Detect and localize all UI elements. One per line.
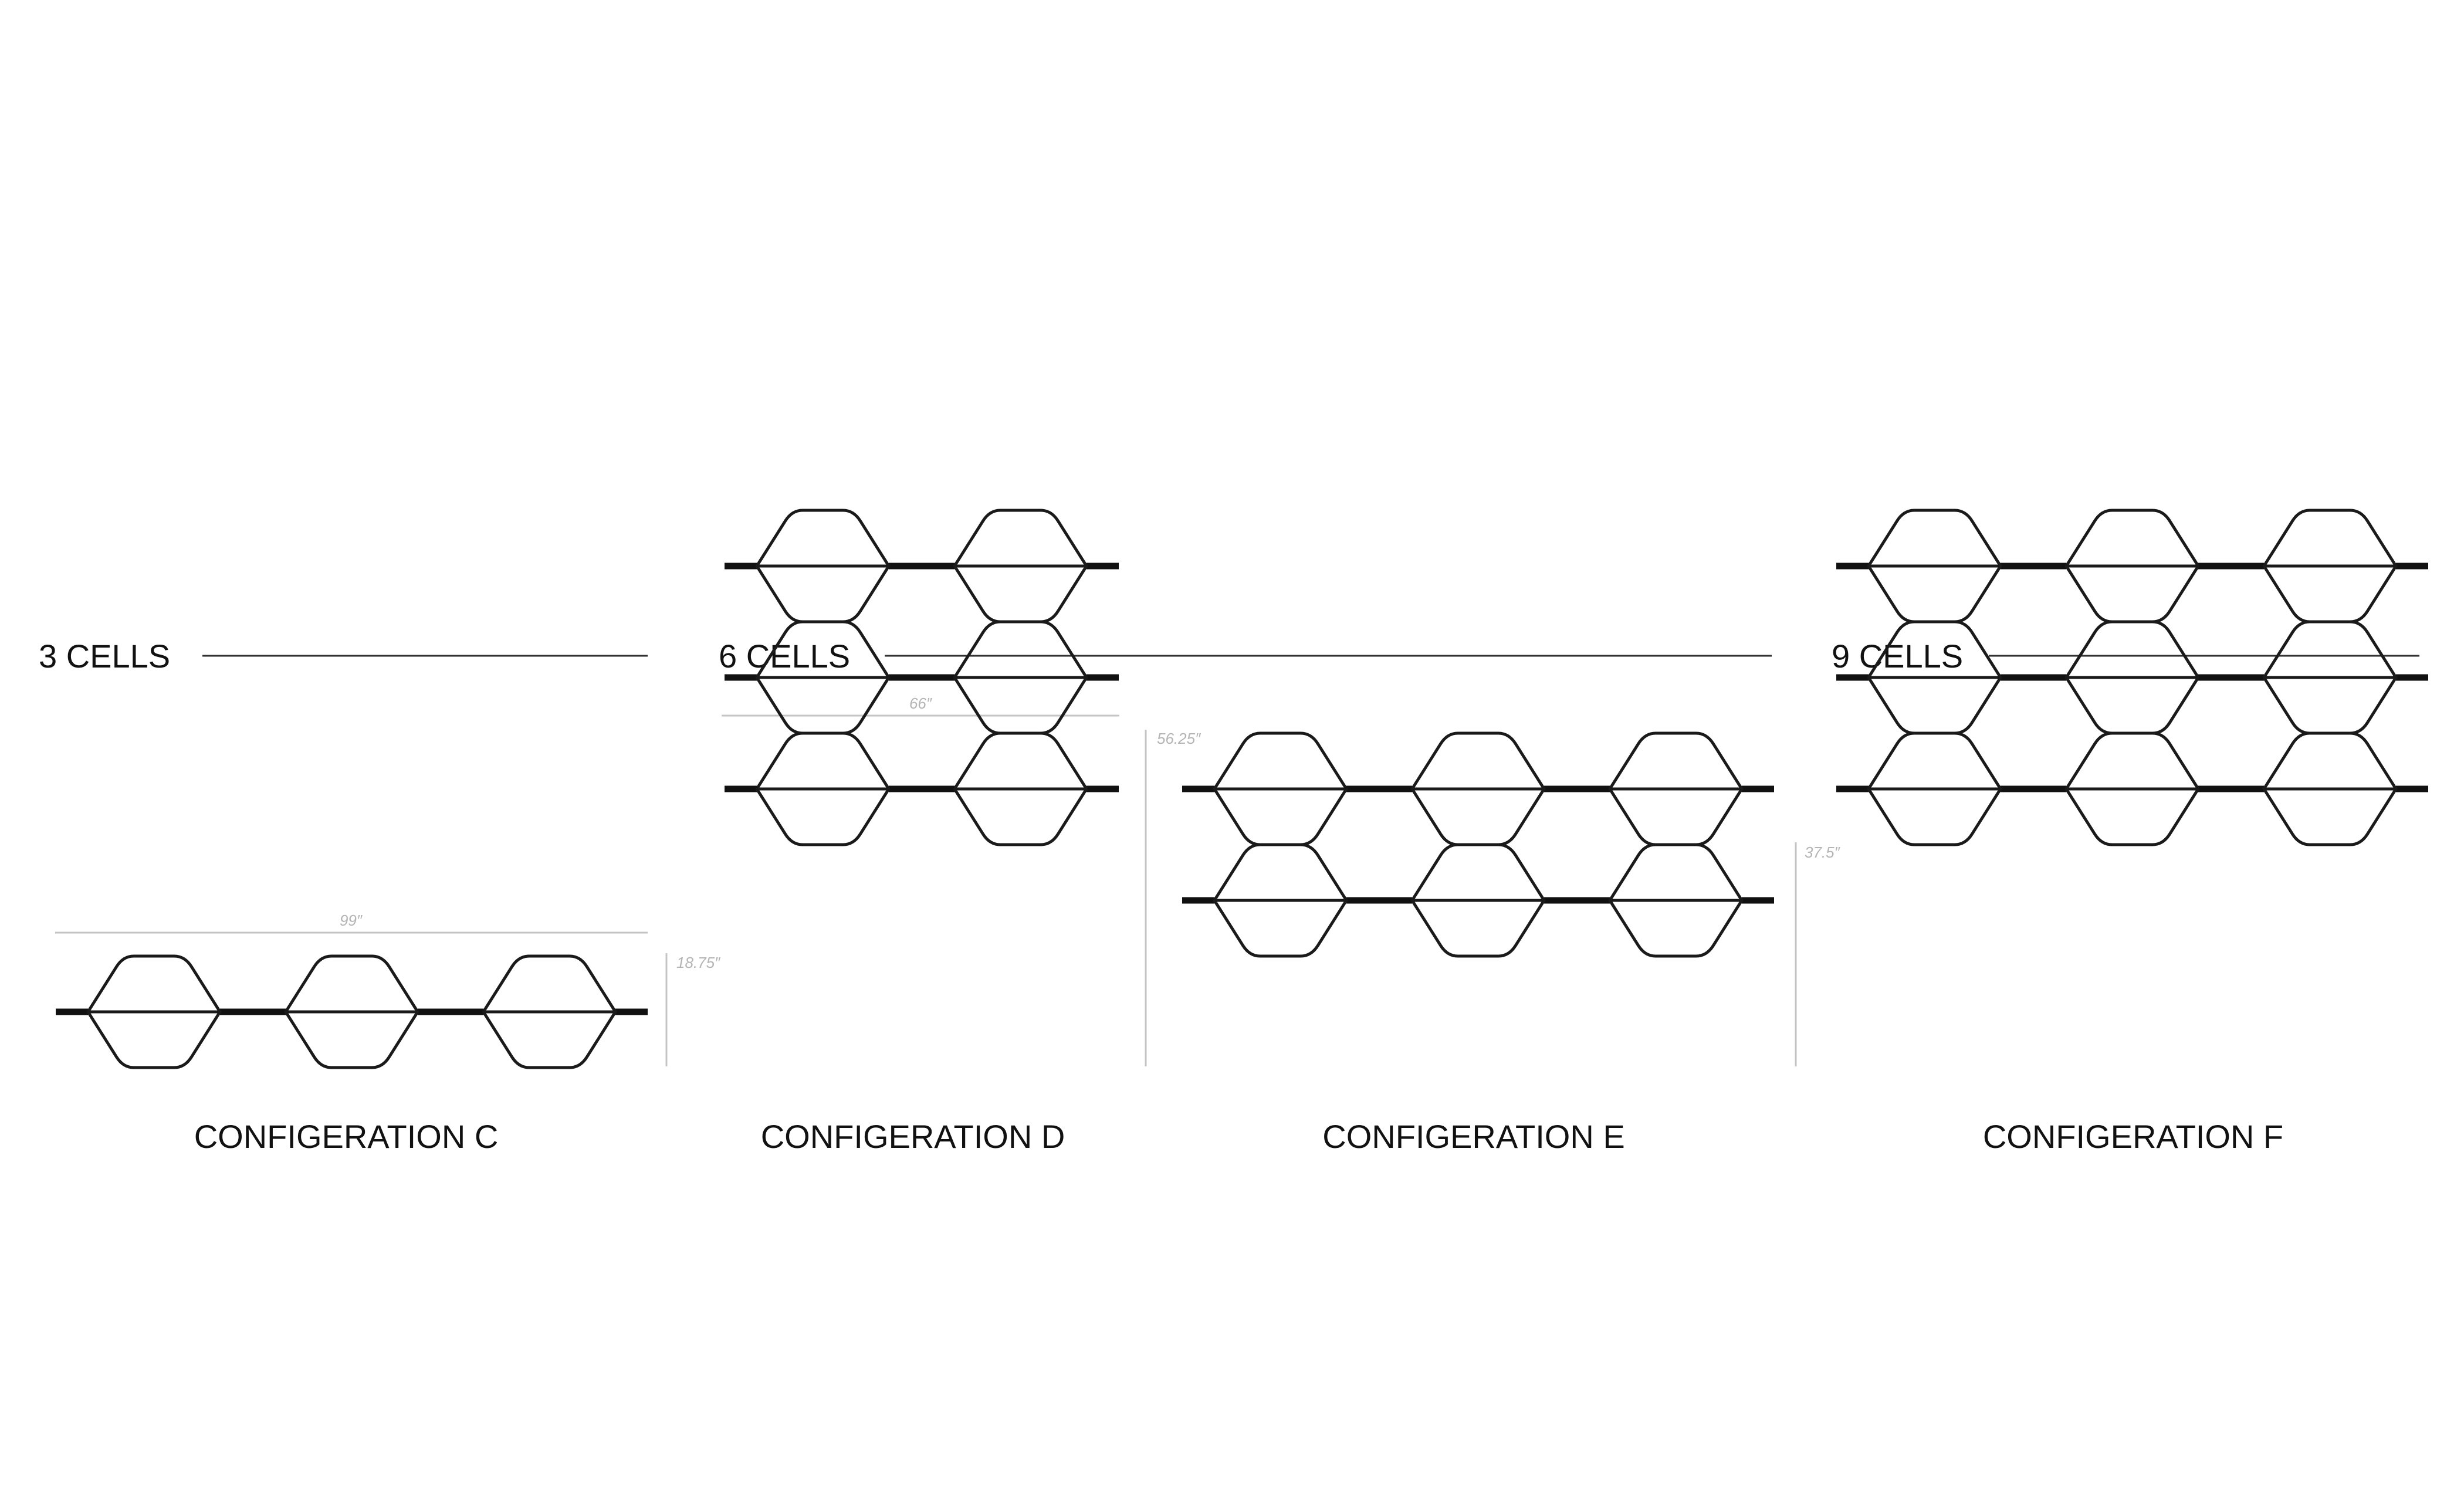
configuration-d: 66″ 56.25″ CONFIGERATION D [722,509,1201,1155]
group-9-cells: 9 CELLS [1832,638,2419,675]
height-dimension-label: 56.25″ [1157,730,1201,747]
cell-grid [56,954,648,1069]
configuration-label: CONFIGERATION D [761,1118,1065,1155]
group-title-6-cells: 6 CELLS [719,638,850,675]
group-3-cells: 3 CELLS [39,638,648,675]
height-dimension-label: 18.75″ [676,954,720,971]
cell-grid [725,509,1119,846]
width-dimension-label: 66″ [909,694,932,712]
configuration-e: 37.5″ CONFIGERATION E [1182,731,1840,1155]
group-title-3-cells: 3 CELLS [39,638,170,675]
cell-grid [1182,731,1774,958]
configuration-c: 99″ 18.75″ CONFIGERATION C [55,912,720,1155]
width-dimension-label: 99″ [340,912,363,929]
configuration-label: CONFIGERATION E [1322,1118,1624,1155]
configuration-label: CONFIGERATION C [194,1118,499,1155]
group-title-9-cells: 9 CELLS [1832,638,1963,675]
configuration-f: CONFIGERATION F [1836,509,2428,1155]
configuration-label: CONFIGERATION F [1983,1118,2283,1155]
cell-grid [1836,509,2428,846]
height-dimension-label: 37.5″ [1805,843,1840,861]
group-6-cells: 6 CELLS [719,638,1772,675]
